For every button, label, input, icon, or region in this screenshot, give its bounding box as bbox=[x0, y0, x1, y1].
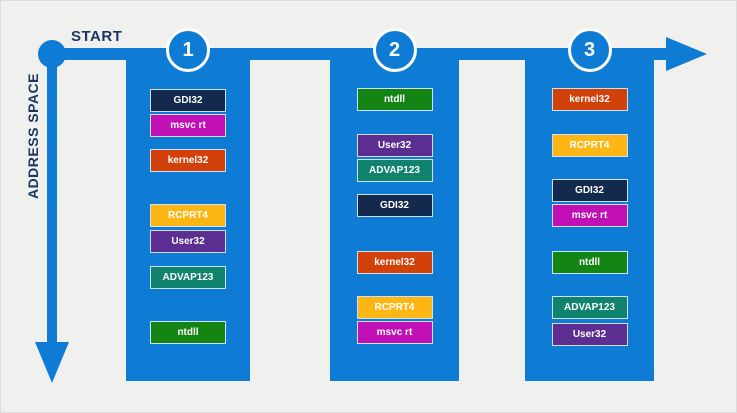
right-arrowhead-icon bbox=[666, 37, 707, 71]
address-space-axis-label: ADDRESS SPACE bbox=[25, 73, 41, 200]
module-block: msvc rt bbox=[551, 204, 628, 227]
module-block: RCPRT4 bbox=[150, 204, 226, 227]
address-space-axis-line bbox=[47, 54, 57, 344]
step-number-badge: 1 bbox=[166, 28, 210, 72]
module-block: ADVAP123 bbox=[551, 296, 628, 319]
module-block: msvc rt bbox=[356, 321, 433, 344]
module-block: GDI32 bbox=[356, 194, 433, 217]
step-number-badge: 3 bbox=[567, 28, 612, 72]
step-number-badge: 2 bbox=[372, 28, 417, 72]
module-block: ntdll bbox=[150, 321, 226, 344]
module-block: ADVAP123 bbox=[150, 266, 226, 289]
module-block: kernel32 bbox=[150, 149, 226, 172]
module-block: GDI32 bbox=[551, 179, 628, 202]
start-label: START bbox=[71, 28, 123, 45]
module-block: GDI32 bbox=[150, 89, 226, 112]
module-block: User32 bbox=[356, 134, 433, 157]
module-block: msvc rt bbox=[150, 114, 226, 137]
module-block: RCPRT4 bbox=[551, 134, 628, 157]
module-block: ntdll bbox=[356, 88, 433, 111]
module-block: kernel32 bbox=[356, 251, 433, 274]
module-block: ADVAP123 bbox=[356, 159, 433, 182]
module-block: ntdll bbox=[551, 251, 628, 274]
down-arrowhead-icon bbox=[35, 342, 69, 383]
module-block: kernel32 bbox=[551, 88, 628, 111]
module-block: User32 bbox=[551, 323, 628, 346]
module-block: User32 bbox=[150, 230, 226, 253]
module-block: RCPRT4 bbox=[356, 296, 433, 319]
